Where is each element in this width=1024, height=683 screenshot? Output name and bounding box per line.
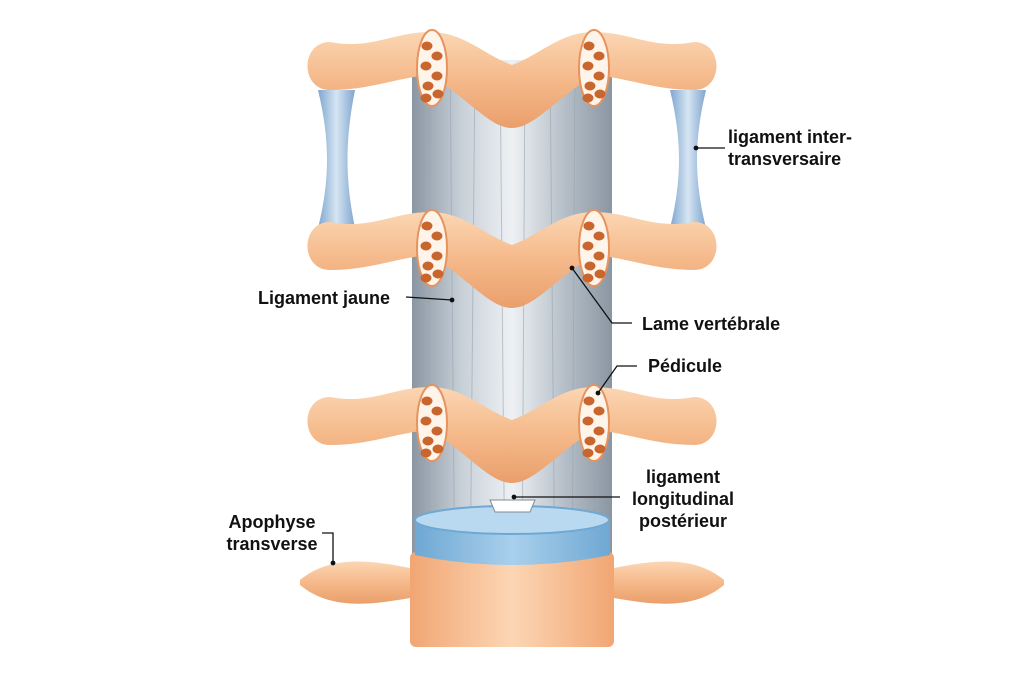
cancellous-bone bbox=[582, 93, 594, 103]
label-lamina: Lame vertébrale bbox=[642, 314, 781, 334]
cancellous-bone bbox=[420, 273, 432, 283]
vertebral-body bbox=[300, 552, 724, 647]
cancellous-bone bbox=[431, 251, 443, 261]
cancellous-bone bbox=[582, 416, 594, 426]
cancellous-bone bbox=[582, 61, 594, 71]
label-pll-line1: ligament bbox=[645, 467, 720, 487]
lamina bbox=[307, 212, 717, 308]
cancellous-bone bbox=[420, 416, 432, 426]
label-pedicle: Pédicule bbox=[648, 356, 723, 376]
cancellous-bone bbox=[594, 89, 606, 99]
cancellous-bone bbox=[432, 444, 444, 454]
label-yellow-ligament: Ligament jaune bbox=[258, 288, 391, 308]
cancellous-bone bbox=[584, 436, 596, 446]
cancellous-bone bbox=[422, 81, 434, 91]
cancellous-bone bbox=[421, 396, 433, 406]
cancellous-bone bbox=[420, 448, 432, 458]
leader-dots bbox=[330, 145, 699, 566]
cancellous-bone bbox=[584, 81, 596, 91]
lamina bbox=[307, 387, 717, 483]
cancellous-bone bbox=[582, 448, 594, 458]
cancellous-bone bbox=[593, 231, 605, 241]
cancellous-bone bbox=[422, 261, 434, 271]
cancellous-bone bbox=[583, 221, 595, 231]
leader-lamina bbox=[571, 267, 632, 324]
cancellous-bone bbox=[594, 269, 606, 279]
vertebral-arch bbox=[307, 209, 717, 308]
cancellous-bone bbox=[593, 71, 605, 81]
label-intertransverse-line2: transversaire bbox=[728, 149, 842, 169]
intervertebral-disc bbox=[414, 499, 610, 565]
cancellous-bone bbox=[420, 61, 432, 71]
cancellous-bone bbox=[583, 41, 595, 51]
cancellous-bone bbox=[593, 251, 605, 261]
label-pll-line2: longitudinal bbox=[632, 489, 734, 509]
cancellous-bone bbox=[431, 51, 443, 61]
cancellous-bone bbox=[584, 261, 596, 271]
cancellous-bone bbox=[594, 444, 606, 454]
cancellous-bone bbox=[593, 51, 605, 61]
cancellous-bone bbox=[421, 221, 433, 231]
cancellous-bone bbox=[431, 406, 443, 416]
leader-yellow-ligament bbox=[405, 296, 453, 301]
intertransverse-ligament-left bbox=[318, 90, 355, 228]
label-intertransverse-line1: ligament inter- bbox=[728, 127, 853, 147]
cancellous-bone bbox=[431, 426, 443, 436]
vertebral-arch bbox=[307, 384, 717, 483]
cancellous-bone bbox=[582, 273, 594, 283]
cancellous-bone bbox=[422, 436, 434, 446]
label-tp-line2: transverse bbox=[226, 534, 318, 554]
leader-pedicle bbox=[597, 365, 637, 394]
label-transverse-process: Apophyse transverse bbox=[222, 511, 322, 555]
cancellous-bone bbox=[432, 269, 444, 279]
cancellous-bone bbox=[593, 426, 605, 436]
label-posterior-longitudinal-ligament: ligament longitudinal postérieur bbox=[628, 466, 738, 532]
intertransverse-ligament-right bbox=[670, 90, 706, 228]
label-pll-line3: postérieur bbox=[638, 511, 728, 531]
vertebral-arch bbox=[307, 29, 717, 128]
vertebral-arches bbox=[307, 29, 717, 483]
lamina bbox=[307, 32, 717, 128]
leader-transverse-process bbox=[322, 532, 334, 563]
cancellous-bone bbox=[432, 89, 444, 99]
cancellous-bone bbox=[583, 396, 595, 406]
leader-lines bbox=[322, 147, 725, 563]
cancellous-bone bbox=[420, 241, 432, 251]
cancellous-bone bbox=[582, 241, 594, 251]
label-tp-line1: Apophyse bbox=[228, 512, 316, 532]
cancellous-bone bbox=[421, 41, 433, 51]
cancellous-bone bbox=[593, 406, 605, 416]
cancellous-bone bbox=[420, 93, 432, 103]
cancellous-bone bbox=[431, 71, 443, 81]
cancellous-bone bbox=[431, 231, 443, 241]
label-intertransverse-ligament: ligament inter- transversaire bbox=[728, 126, 852, 170]
